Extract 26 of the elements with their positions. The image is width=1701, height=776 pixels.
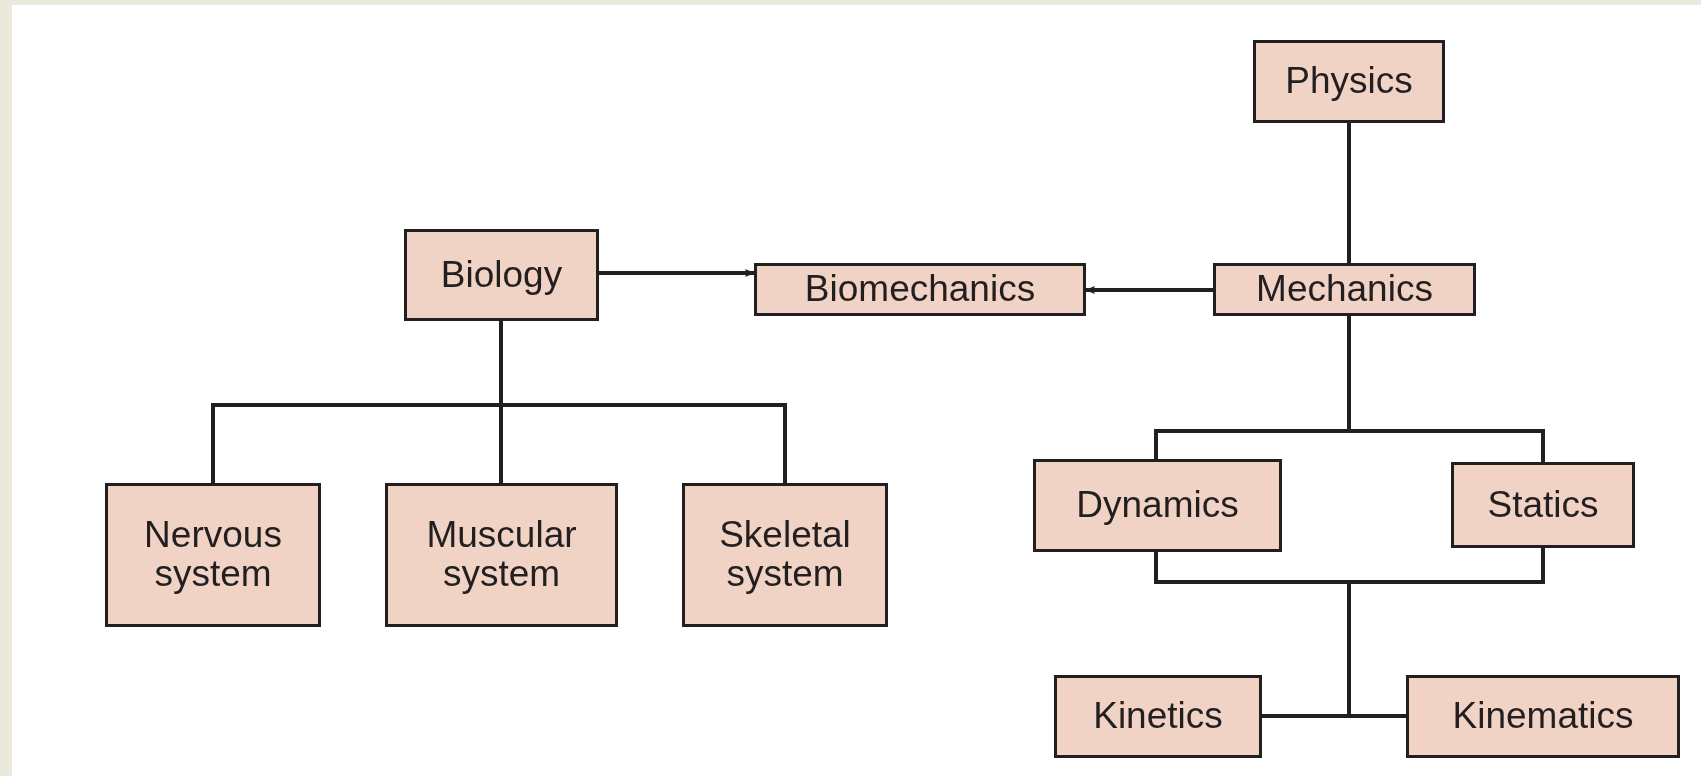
topic-label: Mechanics <box>1256 270 1433 309</box>
topic-box <box>385 483 618 627</box>
topic-box <box>1213 263 1476 316</box>
topic-label: Dynamics <box>1076 486 1239 525</box>
topic-box <box>1451 462 1635 548</box>
topic-box <box>1033 459 1282 552</box>
topic-box <box>404 229 599 321</box>
topic-box <box>682 483 888 627</box>
arrow <box>1084 286 1215 294</box>
topic-label: Biomechanics <box>804 270 1036 309</box>
topic-label: Biology <box>440 255 563 295</box>
topic-label: Nervous system <box>143 516 283 594</box>
topic-label: Kinematics <box>1452 697 1634 736</box>
connector-line <box>1347 121 1351 265</box>
topic-box <box>1406 675 1680 758</box>
topic-label: Physics <box>1285 62 1413 101</box>
topic-box <box>754 263 1086 316</box>
topic-label: Statics <box>1487 485 1599 525</box>
topic-box <box>1253 40 1445 123</box>
topic-label: Skeletal system <box>718 516 852 594</box>
topic-label: Muscular system <box>425 516 578 594</box>
connector-line <box>1347 314 1545 464</box>
topic-box <box>1054 675 1262 758</box>
topic-box <box>105 483 321 627</box>
arrow <box>597 269 756 277</box>
topic-label: Kinetics <box>1093 697 1223 736</box>
